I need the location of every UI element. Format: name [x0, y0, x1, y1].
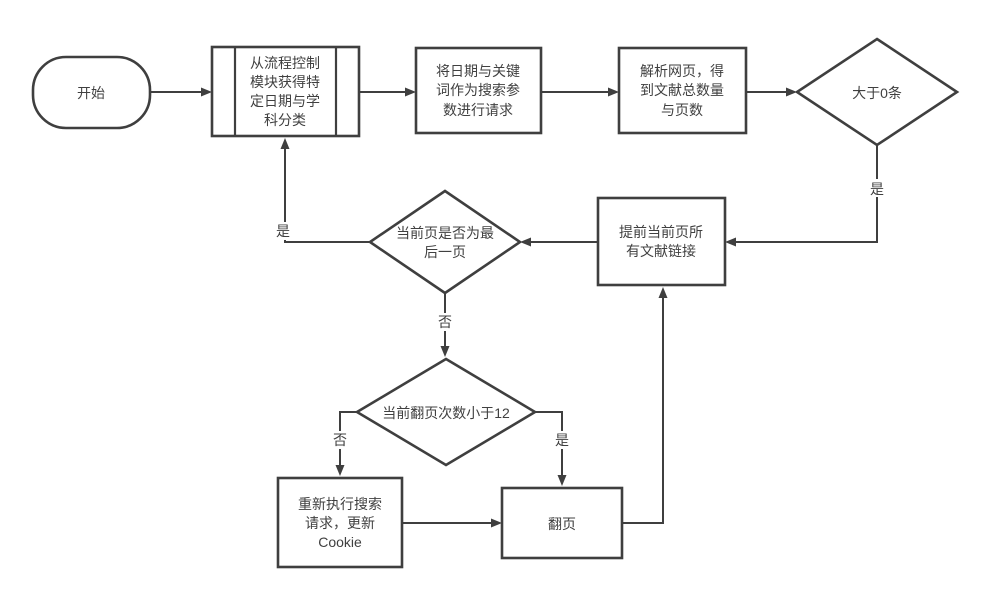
- arrowhead: [335, 465, 345, 476]
- edge-label-yes: 是: [276, 223, 290, 239]
- edge-label-yes: 是: [870, 181, 884, 197]
- node-extract: 提前当前页所 有文献链接: [596, 196, 727, 287]
- node-get-params-line: 从流程控制: [250, 55, 320, 71]
- node-request-line: 词作为搜索参: [436, 82, 520, 98]
- arrowhead: [557, 475, 567, 486]
- node-redo-search-line: Cookie: [318, 534, 362, 550]
- node-extract-line: 有文献链接: [626, 243, 696, 259]
- node-page-lt-12-label: 当前翻页次数小于12: [382, 405, 510, 421]
- edge-page-lt-12-to-next-page: 是: [535, 411, 572, 486]
- node-gt-zero: 大于0条: [794, 37, 960, 147]
- node-start-label: 开始: [77, 85, 105, 101]
- edge-last-page-to-page-lt-12: 否: [435, 293, 455, 357]
- edge-label-no: 否: [438, 314, 452, 330]
- node-last-page-line: 当前页是否为最: [396, 225, 494, 241]
- edge-request-to-parse: [541, 87, 619, 97]
- arrowhead: [491, 518, 502, 528]
- edge-redo-search-to-next-page: [403, 518, 502, 528]
- node-extract-line: 提前当前页所: [619, 224, 703, 240]
- arrowhead: [405, 87, 416, 97]
- node-start: 开始: [31, 55, 152, 130]
- arrowhead: [440, 346, 450, 357]
- node-get-params-line: 模块获得特: [250, 74, 320, 90]
- node-page-lt-12: 当前翻页次数小于12: [354, 357, 538, 467]
- node-request-line: 数进行请求: [443, 102, 513, 118]
- node-gt-zero-label: 大于0条: [852, 85, 902, 101]
- edge-label-yes: 是: [555, 432, 569, 448]
- edge-parse-to-gt-zero: [746, 87, 797, 97]
- arrowhead: [201, 87, 212, 97]
- node-last-page-line: 后一页: [424, 244, 466, 260]
- edge-last-page-to-get-params: 是: [273, 138, 370, 243]
- arrowhead: [786, 87, 797, 97]
- node-parse-line: 与页数: [661, 102, 703, 118]
- node-get-params-line: 科分类: [264, 112, 306, 128]
- node-next-page-label: 翻页: [548, 516, 576, 532]
- node-parse-line: 到文献总数量: [640, 82, 724, 98]
- edge-next-page-to-extract: [622, 287, 668, 524]
- edge-start-to-get-params: [150, 87, 212, 97]
- node-parse: 解析网页，得 到文献总数量 与页数: [617, 46, 748, 135]
- edge-label-no: 否: [333, 432, 347, 448]
- arrowhead: [280, 138, 290, 149]
- edge-extract-to-last-page: [520, 237, 598, 247]
- node-next-page: 翻页: [500, 486, 624, 560]
- arrowhead: [520, 237, 531, 247]
- arrowhead: [608, 87, 619, 97]
- edge-gt-zero-to-extract: 是: [725, 145, 887, 247]
- arrowhead: [725, 237, 736, 247]
- node-redo-search: 重新执行搜索 请求，更新 Cookie: [276, 476, 404, 569]
- edge-page-lt-12-to-redo-search: 否: [330, 411, 357, 476]
- edge-get-params-to-request: [359, 87, 416, 97]
- node-request: 将日期与关键 词作为搜索参 数进行请求: [414, 46, 543, 135]
- node-redo-search-line: 重新执行搜索: [298, 496, 382, 512]
- node-parse-line: 解析网页，得: [640, 63, 724, 79]
- arrowhead: [658, 287, 668, 298]
- node-last-page: 当前页是否为最 后一页: [367, 189, 523, 295]
- node-request-line: 将日期与关键: [436, 63, 520, 79]
- node-get-params: 从流程控制 模块获得特 定日期与学 科分类: [210, 45, 361, 138]
- node-get-params-line: 定日期与学: [250, 93, 320, 109]
- node-redo-search-line: 请求，更新: [305, 515, 375, 531]
